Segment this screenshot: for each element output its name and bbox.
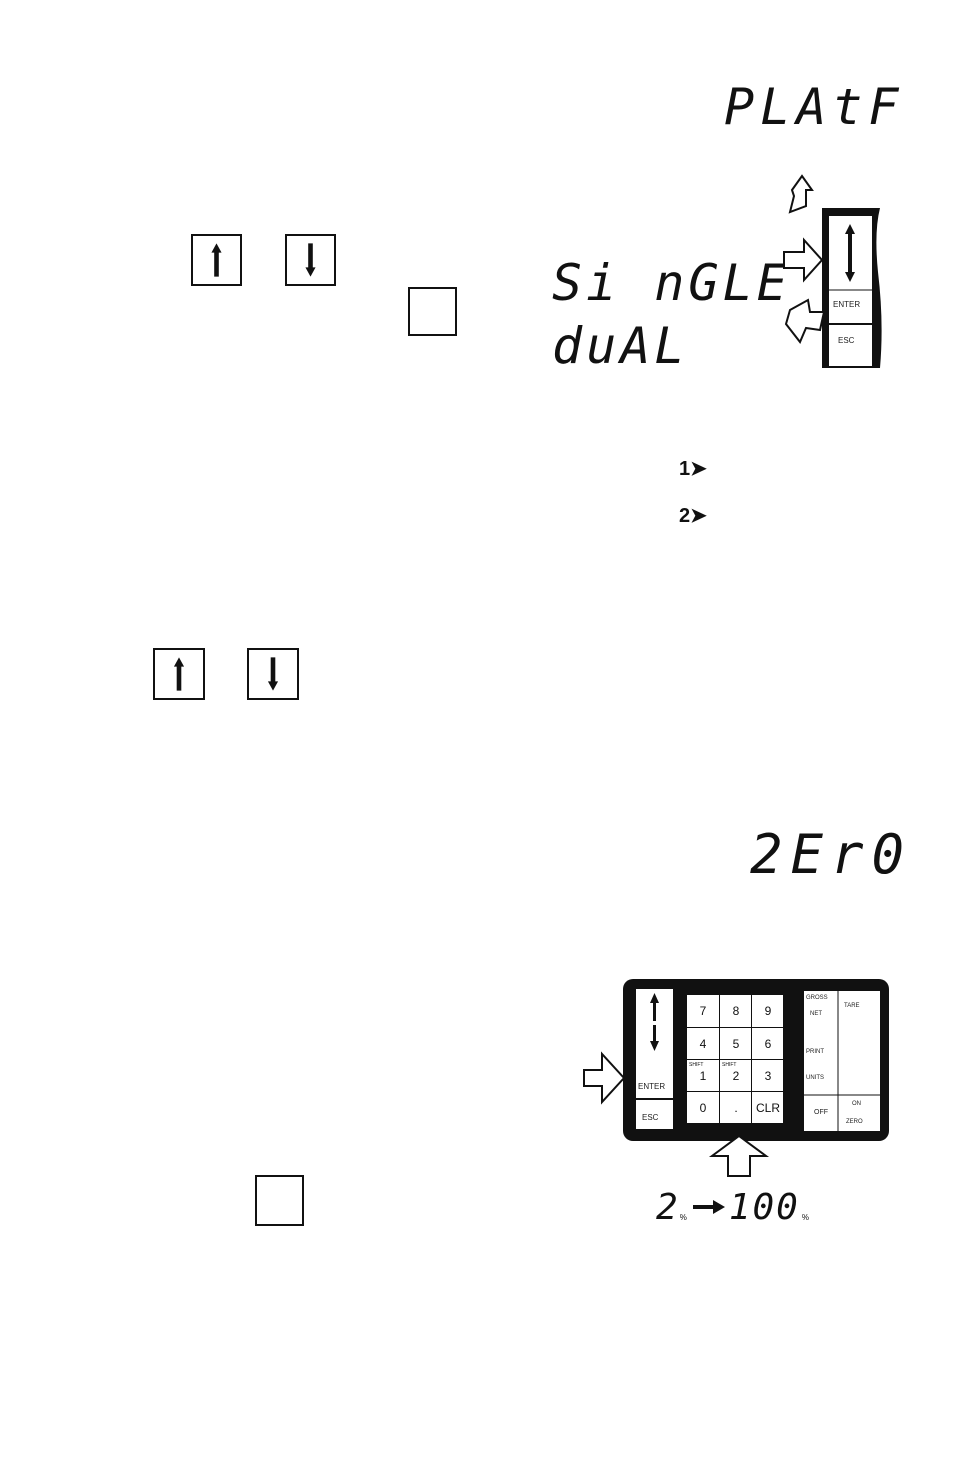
option-2-label: 2➤ xyxy=(679,505,707,527)
side-panel-diagram xyxy=(783,174,882,368)
display-dual: duAL xyxy=(552,317,689,375)
key-on[interactable]: ON xyxy=(852,1101,861,1107)
keypad-function-grid: GROSS NET TARE PRINT UNITS OFF ON ZERO xyxy=(804,991,880,1131)
up-arrow-icon xyxy=(211,243,222,277)
up-key-button-2[interactable] xyxy=(153,648,205,700)
side-panel-esc-label: ESC xyxy=(838,336,855,345)
down-arrow-icon xyxy=(305,243,316,277)
key-7[interactable]: 7 xyxy=(699,1004,707,1018)
keypad-enter-label: ENTER xyxy=(638,1082,666,1091)
keypad-side-column: ENTER ESC xyxy=(636,989,673,1129)
option-1-label: 1➤ xyxy=(679,458,707,480)
key-tare[interactable]: TARE xyxy=(844,1003,860,1009)
key-zero[interactable]: ZERO xyxy=(846,1119,863,1125)
up-arrow-icon xyxy=(173,657,185,691)
range-from-unit: % xyxy=(679,1213,687,1222)
down-key-button[interactable] xyxy=(285,234,336,286)
up-key-button[interactable] xyxy=(191,234,242,286)
key-0[interactable]: 0 xyxy=(687,1091,719,1124)
right-arrow-icon xyxy=(692,1200,725,1214)
key-4[interactable]: 4 xyxy=(687,1027,719,1060)
key-units[interactable]: UNITS xyxy=(806,1075,824,1081)
keypad-left-arrow xyxy=(583,1051,626,1105)
key-8[interactable]: 8 xyxy=(719,995,752,1027)
key-gross[interactable]: GROSS xyxy=(806,995,828,1001)
range-to-unit: % xyxy=(801,1213,809,1222)
key-9[interactable]: 9 xyxy=(751,995,784,1027)
keypad-bottom-arrow xyxy=(708,1134,770,1177)
key-net[interactable]: NET xyxy=(810,1011,822,1017)
key-5[interactable]: 5 xyxy=(719,1027,752,1060)
display-platform: PLAtF xyxy=(724,78,905,136)
key-print[interactable]: PRINT xyxy=(806,1049,824,1055)
display-zero: 2Er0 xyxy=(750,823,913,886)
down-arrow-icon xyxy=(267,657,279,691)
key-off[interactable]: OFF xyxy=(814,1109,828,1116)
side-panel-enter-label: ENTER xyxy=(833,300,861,309)
key-3[interactable]: 3 xyxy=(751,1059,784,1092)
range-to: 100 xyxy=(728,1187,800,1228)
key-6[interactable]: 6 xyxy=(751,1027,784,1060)
key-clr[interactable]: CLR xyxy=(751,1091,784,1124)
display-single: Si nGLE xyxy=(552,254,791,312)
down-key-button-2[interactable] xyxy=(247,648,299,700)
range-indicator: 2 % 100 % xyxy=(656,1184,809,1228)
range-from: 2 xyxy=(656,1187,678,1228)
key-decimal[interactable]: . xyxy=(719,1091,752,1124)
keypad-esc-label: ESC xyxy=(642,1113,659,1122)
blank-key-button[interactable] xyxy=(408,287,457,336)
blank-key-button-2[interactable] xyxy=(255,1175,304,1226)
